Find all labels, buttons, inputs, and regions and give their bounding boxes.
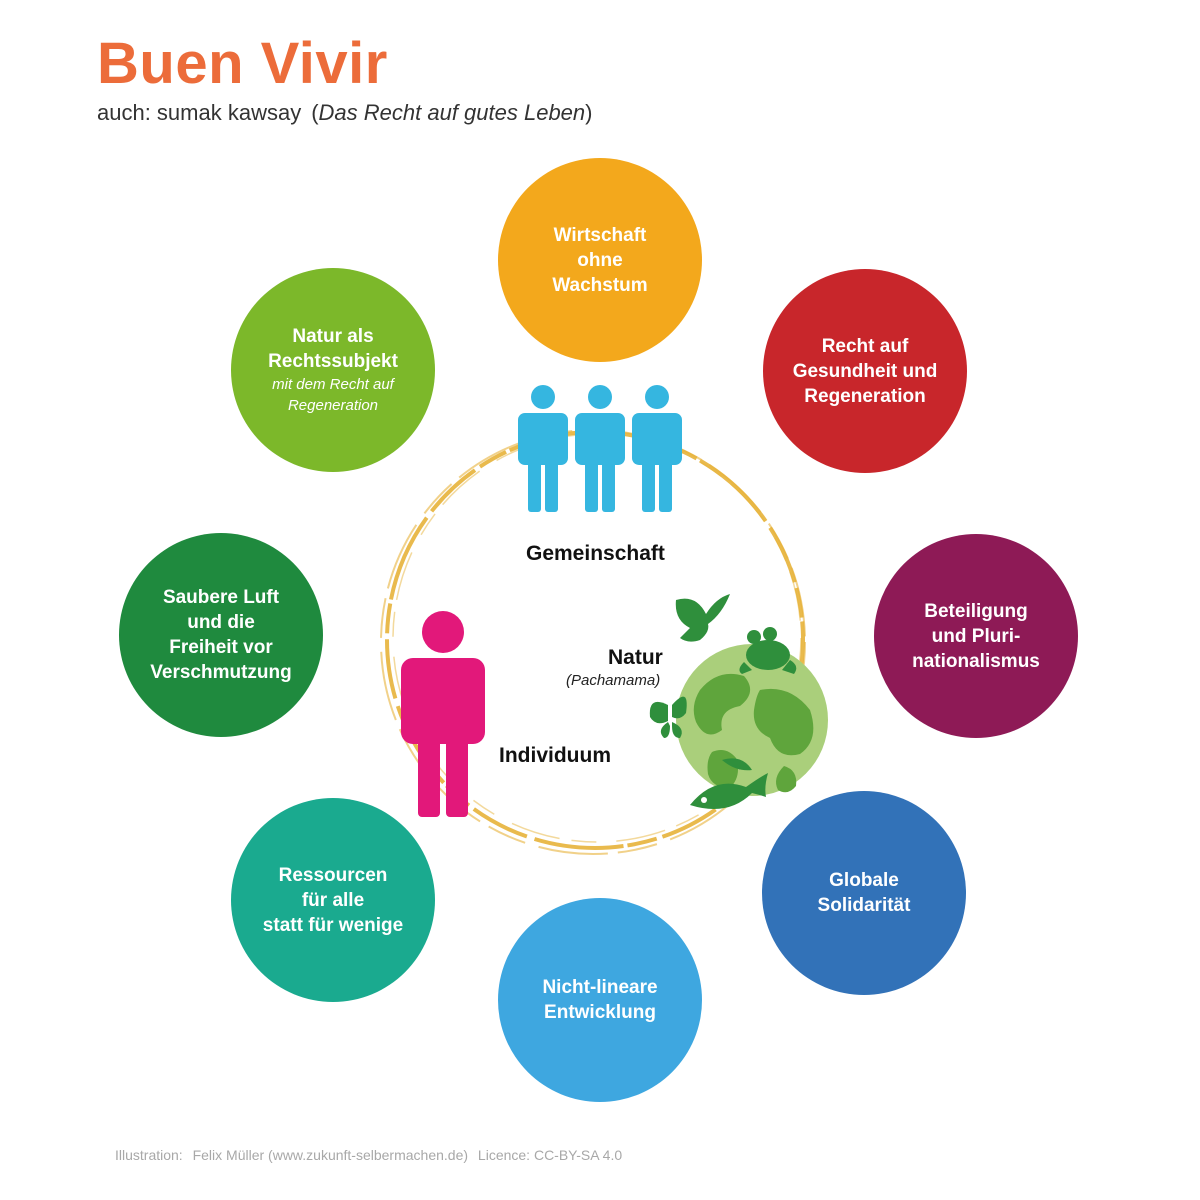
bubble-globale-solidaritaet: Globale Solidarität [762, 791, 966, 995]
label-pachamama: (Pachamama) [566, 672, 661, 689]
subtitle-main: auch: sumak kawsay [97, 100, 302, 125]
credit-licence: Licence: CC-BY-SA 4.0 [477, 1147, 623, 1163]
bubble-text-line: Ressourcen [278, 864, 388, 886]
bubble-text-line: und die [187, 612, 255, 633]
bubble-text-line: Natur als [292, 326, 374, 347]
label-natur: Natur [608, 646, 663, 669]
page-title: Buen Vivir [97, 31, 388, 96]
bubble-text-line: Solidarität [817, 895, 911, 916]
bubble-note-line: Regeneration [287, 397, 379, 414]
bubble-natur-als-rechtssubjekt: Natur als Rechtssubjekt mit dem Recht au… [231, 268, 435, 472]
bubble-ressourcen-fuer-alle: Ressourcen für alle statt für wenige [231, 798, 435, 1002]
credit-illustration-label: Illustration: [115, 1147, 183, 1163]
bubble-beteiligung: Beteiligung und Pluri- nationalismus [874, 534, 1078, 738]
subtitle-paren-close: ) [585, 100, 593, 125]
bubble-text-line: Beteiligung [924, 600, 1028, 622]
bubble-nicht-lineare-entwicklung: Nicht-lineare Entwicklung [498, 898, 702, 1102]
bubble-text-line: Rechtssubjekt [268, 351, 398, 372]
bubble-text-line: Wachstum [552, 274, 648, 296]
bubble-wirtschaft-ohne-wachstum: Wirtschaft ohne Wachstum [498, 158, 702, 362]
bubble-text-line: und Pluri- [931, 625, 1021, 647]
community-people-icon [518, 385, 682, 512]
bubble-text-line: Recht auf [821, 335, 909, 357]
page-subtitle: auch: sumak kawsay (Das Recht auf gutes L… [97, 100, 592, 126]
credit-author: Felix Müller (www.zukunft-selbermachen.d… [192, 1147, 469, 1163]
subtitle-translation: Das Recht auf gutes Leben [318, 100, 586, 125]
bubble-text-line: Entwicklung [544, 1002, 656, 1023]
fish-icon [690, 758, 768, 809]
frog-icon [739, 627, 797, 674]
credit-line: Illustration: Felix Müller (www.zukunft-… [115, 1147, 628, 1163]
bubble-text-line: Verschmutzung [150, 662, 292, 683]
bubble-text-line: Globale [829, 870, 899, 891]
individual-person-icon [401, 611, 485, 817]
bubble-text-line: Gesundheit und [792, 360, 938, 382]
bubble-text-line: Nicht-lineare [542, 977, 658, 998]
bird-icon [675, 594, 730, 642]
bubble-note-line: mit dem Recht auf [272, 376, 394, 393]
bubble-text-line: Saubere Luft [162, 587, 280, 608]
label-gemeinschaft: Gemeinschaft [526, 542, 665, 565]
bubble-text-line: nationalismus [912, 650, 1040, 672]
bubble-recht-auf-gesundheit: Recht auf Gesundheit und Regeneration [763, 269, 967, 473]
label-individuum: Individuum [499, 744, 611, 767]
bubble-saubere-luft: Saubere Luft und die Freiheit vor Versch… [119, 533, 323, 737]
bubble-text-line: ohne [577, 249, 623, 271]
butterfly-icon [649, 696, 687, 738]
subtitle-paren-open: ( [311, 100, 319, 125]
bubble-text-line: Wirtschaft [553, 224, 647, 246]
bubble-text-line: statt für wenige [262, 914, 404, 936]
bubble-text-line: Regeneration [804, 385, 926, 407]
bubble-text-line: Freiheit vor [169, 637, 273, 658]
bubble-text-line: für alle [301, 889, 365, 911]
globe-icon [676, 644, 828, 796]
